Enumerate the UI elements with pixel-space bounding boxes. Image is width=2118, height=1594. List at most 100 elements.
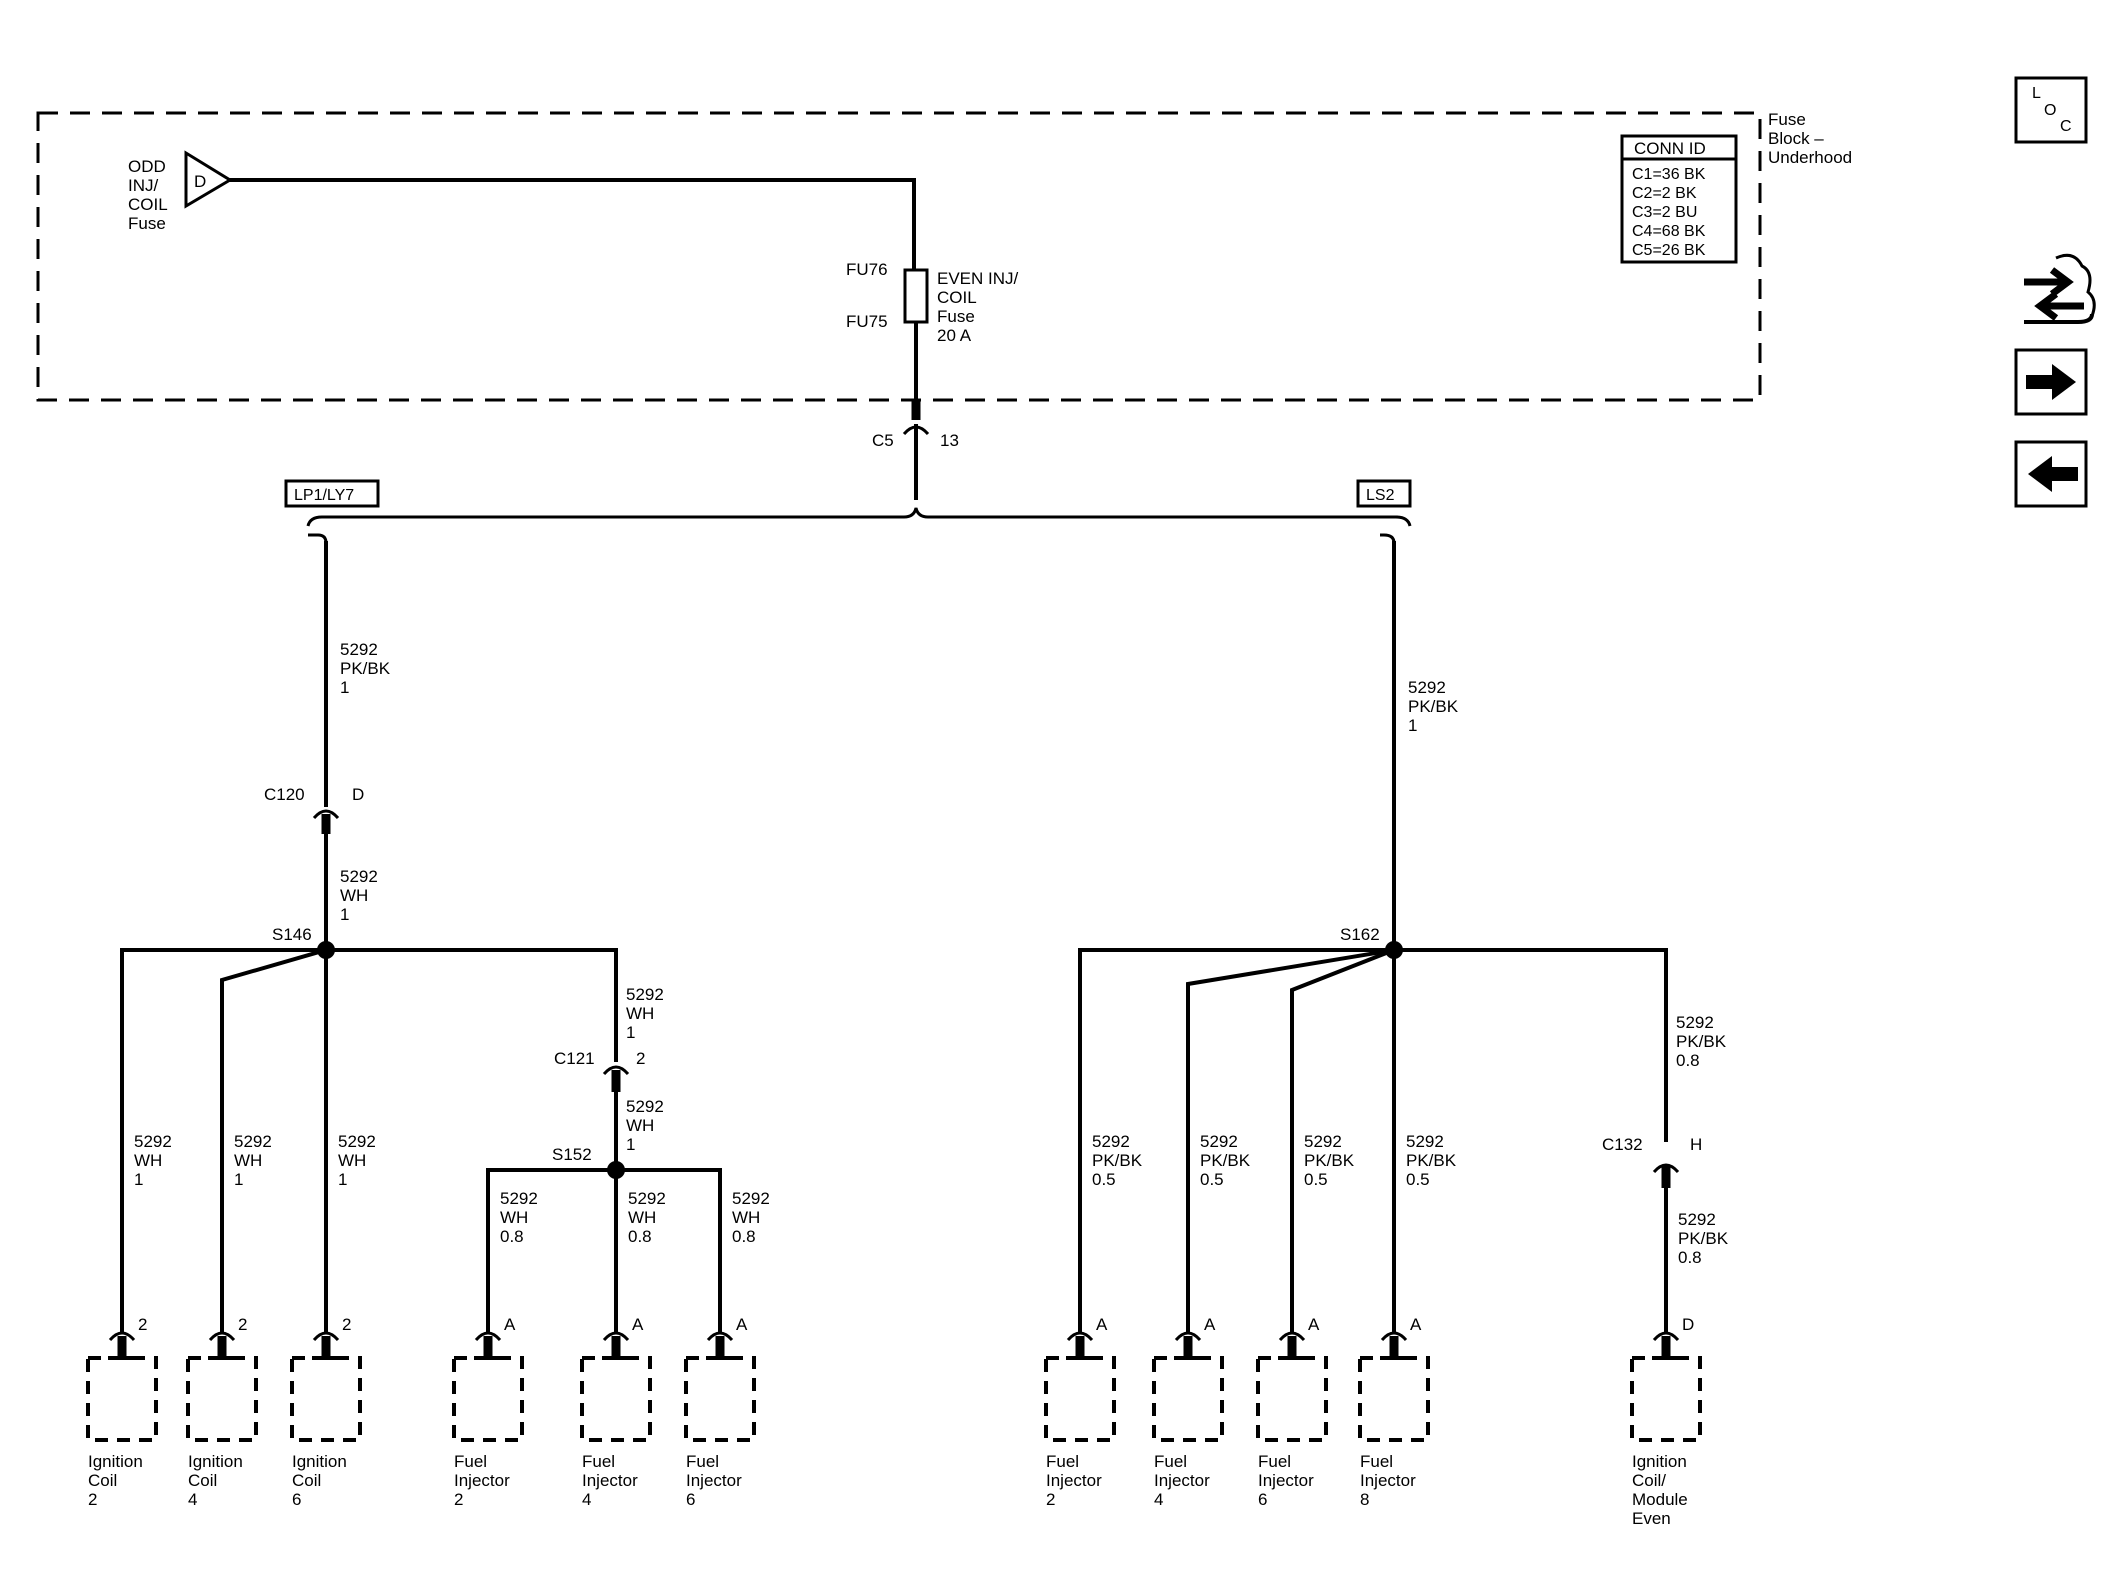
terminal-arc-icon [108,1331,136,1342]
right-branch: 5292 PK/BK 1 S162 5292 PK/BK 0.8 C132 H [1078,541,1727,1332]
component-pin: A [1204,1315,1216,1334]
component-name: Module [1632,1490,1688,1509]
component-name: 6 [292,1490,301,1509]
component-body [86,1356,158,1442]
odd-fuse-label-2: INJ/ [128,176,159,195]
c5-id: C5 [872,431,894,450]
component-wire-label: 0.5 [1304,1170,1328,1189]
left-lower-wire-size: 1 [340,905,349,924]
component-wire-label: WH [134,1151,162,1170]
component-wire-label: 0.8 [732,1227,756,1246]
fuse-block-label-2: Block – [1768,129,1824,148]
component-wire-label: 5292 [234,1132,272,1151]
left-upper-wire-size: 1 [340,678,349,697]
component-wire-label: 5292 [628,1189,666,1208]
component-wire-label: PK/BK [1092,1151,1143,1170]
splice-s146-dot [317,941,335,959]
component-wire-label: 5292 [1200,1132,1238,1151]
option-ls2: LS2 [1366,487,1395,504]
connector-c5: C5 13 [872,400,959,500]
even-fuse-label-2: COIL [937,288,977,307]
c5-pin: 13 [940,431,959,450]
component-wire-label: PK/BK [1406,1151,1457,1170]
odd-fuse-label-3: COIL [128,195,168,214]
s152-wire-circuit: 5292 [626,1097,664,1116]
option-lp1-ly7-box [284,479,380,508]
component-pin: A [632,1315,644,1334]
component-name: 2 [454,1490,463,1509]
right-upper-wire-size: 1 [1408,716,1417,735]
component-wire-label: PK/BK [1200,1151,1251,1170]
loc-icon[interactable]: L O C [2014,76,2088,144]
c132-wire-color: PK/BK [1676,1032,1727,1051]
arrow-left-icon[interactable] [2014,440,2088,508]
component-name: Fuel [686,1452,719,1471]
component-name: Injector [1046,1471,1102,1490]
components: 5292WH12IgnitionCoil25292WH12IgnitionCoi… [86,1132,1729,1528]
terminal-arc-icon [208,1331,236,1342]
component-wire-label: 1 [134,1170,143,1189]
conn-id-title: CONN ID [1634,139,1706,158]
fuse-symbol-icon [903,268,929,324]
terminal-arc-icon [1174,1331,1202,1342]
component-wire-label: 5292 [500,1189,538,1208]
component-body [1152,1356,1224,1442]
component-name: Ignition [88,1452,143,1471]
left-lower-wire-circuit: 5292 [340,867,378,886]
left-upper-wire-circuit: 5292 [340,640,378,659]
right-upper-wire-circuit: 5292 [1408,678,1446,697]
c120-id: C120 [264,785,305,804]
conn-id-c4: C4=68 BK [1632,223,1706,240]
odd-fuse-label-1: ODD [128,157,166,176]
c132-id: C132 [1602,1135,1643,1154]
component-name: Ignition [188,1452,243,1471]
component-name: Coil [292,1471,321,1490]
fuse-block-label-1: Fuse [1768,110,1806,129]
terminal-arc-icon [602,1331,630,1342]
conn-id-c1: C1=36 BK [1632,166,1706,183]
component-name: Injector [1154,1471,1210,1490]
component-pin: A [1410,1315,1422,1334]
component-name: Fuel [1154,1452,1187,1471]
left-lower-wire-color: WH [340,886,368,905]
c121-wire-circuit: 5292 [626,985,664,1004]
component-wire-label: 0.8 [628,1227,652,1246]
conn-id-table: CONN ID C1=36 BK C2=2 BK C3=2 BU C4=68 B… [1620,134,1738,264]
component-name: Coil [88,1471,117,1490]
arrow-right-icon[interactable] [2014,348,2088,416]
loc-letter-c: C [2060,118,2072,135]
component-wire-label: 5292 [732,1189,770,1208]
odd-fuse-reference: ODD INJ/ COIL Fuse D [128,150,233,233]
c121-id: C121 [554,1049,595,1068]
component-body [452,1356,524,1442]
even-fuse-label-3: Fuse [937,307,975,326]
component-wire-label: 5292 [134,1132,172,1151]
component-name: Injector [582,1471,638,1490]
component-name: Injector [1360,1471,1416,1490]
component-name: Even [1632,1509,1671,1528]
fuse-fu76: FU76 [846,260,888,279]
component-body [580,1356,652,1442]
component-wire-label: 5292 [1092,1132,1130,1151]
terminal-arc-icon [312,1331,340,1342]
component-wire-label: 0.5 [1200,1170,1224,1189]
component-name: Fuel [582,1452,615,1471]
component-wire-label: WH [732,1208,760,1227]
conn-id-c5: C5=26 BK [1632,242,1706,259]
schematic-link-icon[interactable] [2024,253,2096,324]
component-pin: A [736,1315,748,1334]
component-wire-label: 5292 [1678,1210,1716,1229]
component-wire-label: WH [338,1151,366,1170]
